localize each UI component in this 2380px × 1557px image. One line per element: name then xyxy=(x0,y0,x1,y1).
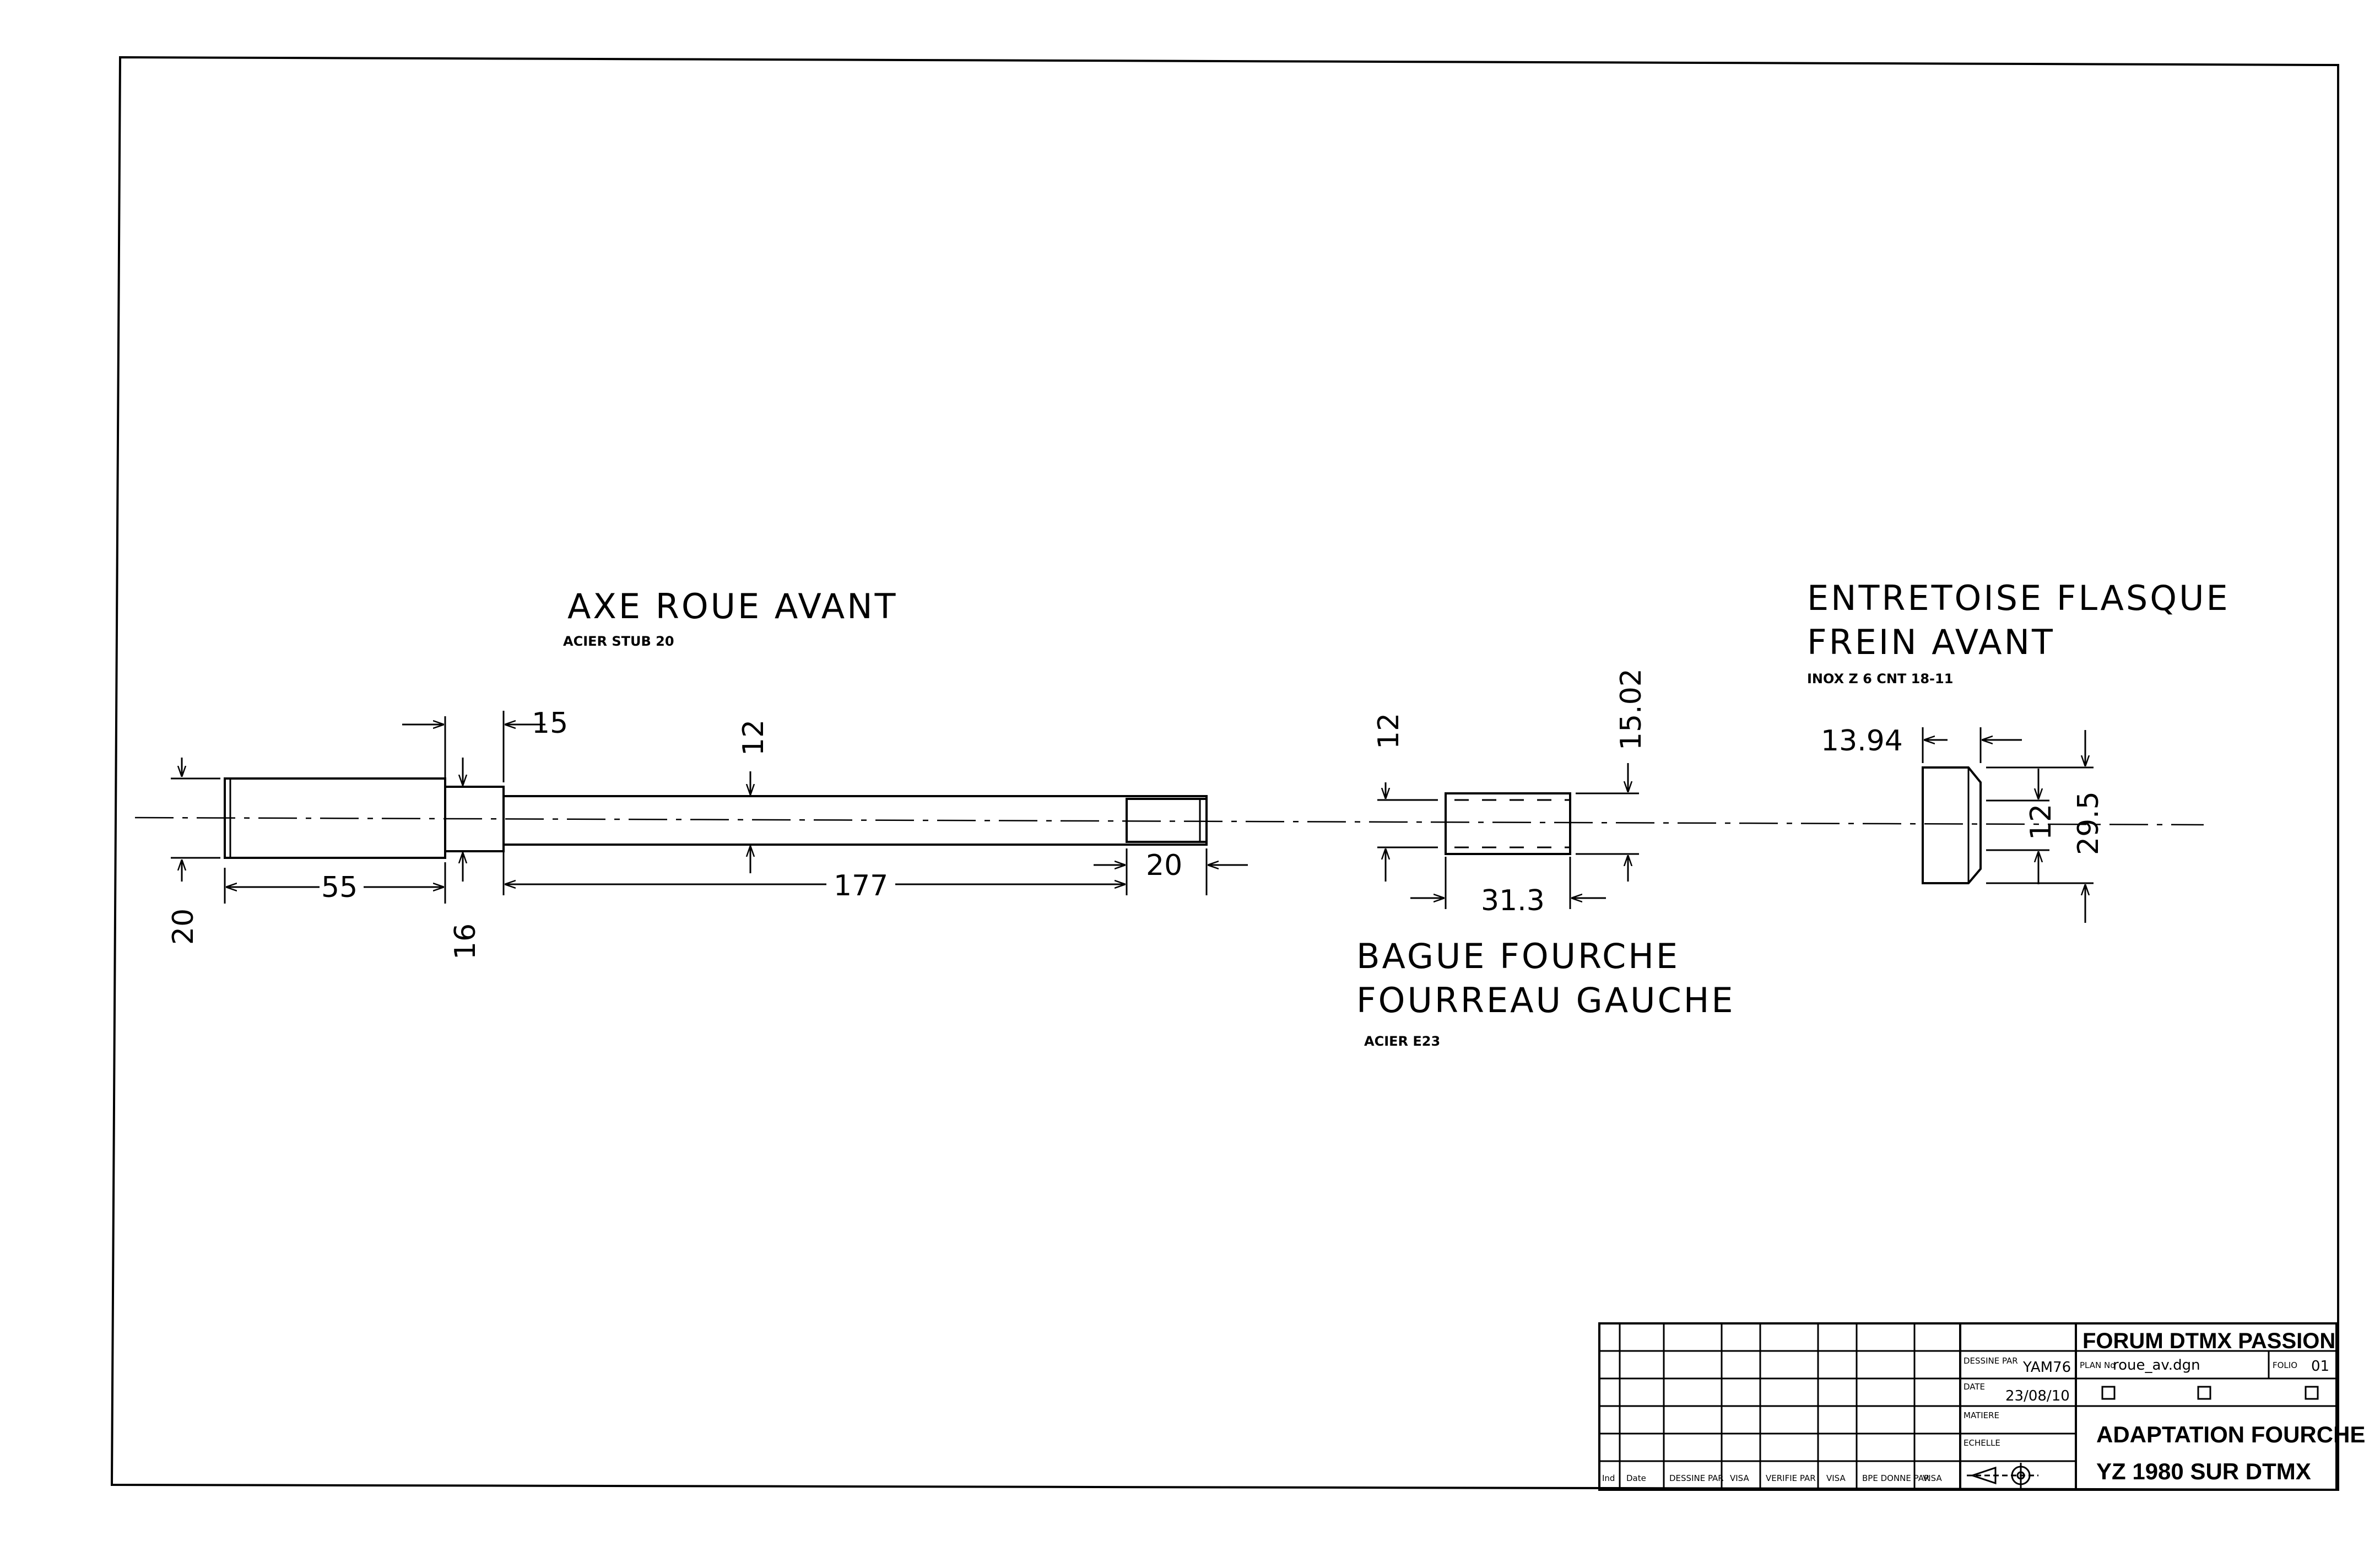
dim-bushing-length: 31.3 xyxy=(1481,884,1545,917)
dim-bushing-outer-dia: 15.02 xyxy=(1615,668,1648,750)
checkbox-3 xyxy=(2305,1386,2319,1400)
rev-header-bpe: BPE DONNE PAR xyxy=(1862,1473,1929,1483)
bushing-title-line2: FOURREAU GAUCHE xyxy=(1356,980,1735,1020)
dim-axle-len-left: 55 xyxy=(321,871,358,904)
dim-axle-dia-left: 20 xyxy=(167,909,200,945)
axle-material: ACIER STUB 20 xyxy=(563,634,674,649)
rev-header-visa1: VISA xyxy=(1730,1473,1749,1483)
rev-header-visa2: VISA xyxy=(1826,1473,1846,1483)
spacer-title-line1: ENTRETOISE FLASQUE xyxy=(1807,578,2230,618)
drawn-by-value: YAM76 xyxy=(2022,1359,2071,1376)
axle-title: AXE ROUE AVANT xyxy=(567,586,897,626)
folio-label: FOLIO xyxy=(2273,1360,2297,1370)
spacer-body xyxy=(1922,766,1982,884)
rev-header-date: Date xyxy=(1626,1473,1646,1483)
centerline xyxy=(134,817,2204,826)
checkbox-2 xyxy=(2197,1386,2211,1400)
axle-part: AXE ROUE AVANT ACIER STUB 20 20 55 15 1 xyxy=(134,586,2204,960)
dim-spacer-width: 13.94 xyxy=(1821,725,1903,758)
date-value: 23/08/10 xyxy=(2005,1388,2070,1404)
dim-bushing-inner-dia: 12 xyxy=(1372,713,1405,749)
dim-axle-thread-len: 20 xyxy=(1146,849,1182,882)
bushing-title-line1: BAGUE FOURCHE xyxy=(1356,936,1680,976)
dim-axle-main-dia: 12 xyxy=(737,720,770,756)
axle-thread xyxy=(1126,798,1208,843)
title-block: Ind Date DESSINE PAR VISA VERIFIE PAR VI… xyxy=(1598,1322,2365,1491)
folio-value: 01 xyxy=(2311,1358,2329,1375)
plan-no-value: roue_av.dgn xyxy=(2113,1357,2200,1374)
axle-main-shaft xyxy=(502,795,1208,846)
dim-axle-collar-width: 15 xyxy=(532,707,568,740)
dim-axle-main-len: 177 xyxy=(834,869,888,902)
rev-header-checked: VERIFIE PAR xyxy=(1766,1473,1816,1483)
drawn-by-label: DESSINE PAR xyxy=(1964,1356,2018,1366)
spacer-title-line2: FREIN AVANT xyxy=(1807,622,2055,662)
org-name: FORUM DTMX PASSION xyxy=(2082,1329,2335,1353)
matiere-label: MATIERE xyxy=(1964,1410,1999,1420)
date-label: DATE xyxy=(1964,1382,1985,1392)
rev-header-ind: Ind xyxy=(1602,1473,1615,1483)
dim-spacer-outer-dia: 29.5 xyxy=(2072,791,2105,855)
rev-header-drawn: DESSINE PAR xyxy=(1669,1473,1724,1483)
bushing-material: ACIER E23 xyxy=(1364,1034,1440,1049)
checkbox-1 xyxy=(2101,1386,2116,1400)
spacer-part: ENTRETOISE FLASQUE FREIN AVANT INOX Z 6 … xyxy=(1807,578,2230,923)
drawing-frame xyxy=(110,56,2339,1491)
dim-axle-collar-dia: 16 xyxy=(449,923,482,960)
dim-spacer-inner-dia: 12 xyxy=(2025,804,2058,840)
echelle-label: ECHELLE xyxy=(1964,1438,2000,1448)
drawing-title-line1: ADAPTATION FOURCHE xyxy=(2096,1421,2365,1447)
projection-symbol-icon xyxy=(1967,1463,2038,1488)
plan-no-label: PLAN No xyxy=(2080,1360,2115,1370)
drawing-title-line2: YZ 1980 SUR DTMX xyxy=(2096,1458,2311,1484)
rev-header-visa3: VISA xyxy=(1923,1473,1942,1483)
bushing-part: 12 15.02 31.3 BAGUE FOURCHE FOURREAU GAU… xyxy=(1356,668,1735,1049)
spacer-material: INOX Z 6 CNT 18-11 xyxy=(1807,671,1953,686)
bushing-body xyxy=(1445,792,1571,855)
